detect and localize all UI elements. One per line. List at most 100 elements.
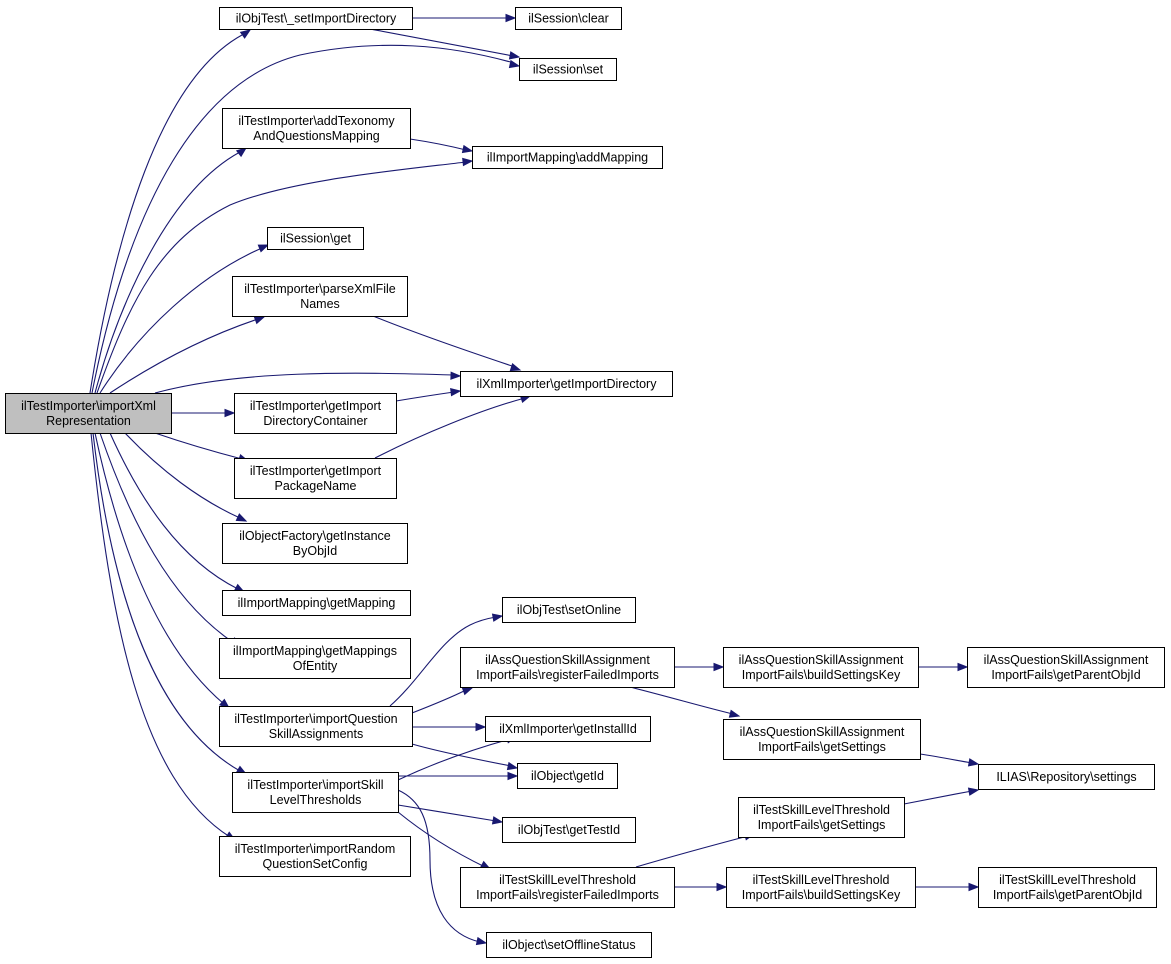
edge-line [89,34,243,394]
node-label: ilTestImporter\importRandom [235,842,395,856]
node-tsGetParentObjId[interactable]: ilTestSkillLevelThresholdImportFails\get… [978,867,1157,908]
node-aqGetSettings[interactable]: ilAssQuestionSkillAssignmentImportFails\… [723,719,921,760]
edge-importSkillLevelThresholds-to-getTestId [397,804,504,825]
node-box[interactable] [5,393,172,434]
node-addMapping[interactable]: ilImportMapping\addMapping [472,146,663,169]
node-aqRegisterFailedImports[interactable]: ilAssQuestionSkillAssignmentImportFails\… [460,647,675,688]
node-box[interactable] [486,932,652,958]
node-box[interactable] [472,146,663,169]
edge-root-to-sessionGet [99,244,270,394]
node-box[interactable] [460,647,675,688]
node-box[interactable] [460,371,673,397]
node-tsRegisterFailedImports[interactable]: ilTestSkillLevelThresholdImportFails\reg… [460,867,675,908]
node-importRandomQuestionSetConfig[interactable]: ilTestImporter\importRandomQuestionSetCo… [219,836,411,877]
node-sessionGet[interactable]: ilSession\get [267,227,364,250]
node-box[interactable] [219,836,411,877]
node-box[interactable] [460,867,675,908]
node-box[interactable] [519,58,617,81]
node-box[interactable] [726,867,916,908]
node-label: ImportFails\registerFailedImports [476,888,659,902]
node-repositorySettings[interactable]: ILIAS\Repository\settings [978,764,1155,790]
node-label: ImportFails\getParentObjId [993,888,1142,902]
node-label: ilTestSkillLevelThreshold [499,873,636,887]
node-getTestId[interactable]: ilObjTest\getTestId [502,817,636,843]
edge-setImportDirectory-to-sessionClear [412,13,517,23]
edge-root-to-getMappingsOfEntity [99,432,242,647]
node-box[interactable] [515,7,622,30]
node-box[interactable] [723,647,919,688]
node-box[interactable] [222,590,411,616]
edge-importQuestionSkillAssignments-to-getInstallId [412,722,487,732]
node-box[interactable] [267,227,364,250]
edge-line [96,161,467,394]
edge-arrowhead [508,51,521,60]
node-box[interactable] [723,719,921,760]
node-setOnline[interactable]: ilObjTest\setOnline [502,597,636,623]
edge-arrowhead [508,59,521,69]
node-tsBuildSettingsKey[interactable]: ilTestSkillLevelThresholdImportFails\bui… [726,867,916,908]
edge-arrowhead [450,371,462,380]
node-getMapping[interactable]: ilImportMapping\getMapping [222,590,411,616]
edge-importQuestionSkillAssignments-to-setOnline [389,613,504,707]
edge-line [154,432,243,460]
node-sessionSet[interactable]: ilSession\set [519,58,617,81]
edge-arrowhead [239,29,252,39]
edge-arrowhead [968,882,980,892]
node-importSkillLevelThresholds[interactable]: ilTestImporter\importSkillLevelThreshold… [232,772,399,813]
node-getImportDirectory[interactable]: ilXmlImporter\getImportDirectory [460,371,673,397]
node-box[interactable] [232,772,399,813]
edge-line [397,811,486,868]
node-label: ilTestImporter\importXml [21,399,156,413]
node-label: ilSession\clear [528,12,609,26]
node-box[interactable] [978,867,1157,908]
edge-arrowhead [462,157,474,167]
node-label: Names [300,297,340,311]
node-setImportDirectory[interactable]: ilObjTest\_setImportDirectory [219,7,413,30]
edge-line [635,835,749,868]
node-label: ilObjTest\getTestId [518,823,620,837]
node-box[interactable] [219,638,411,679]
node-label: DirectoryContainer [263,414,367,428]
edge-root-to-getImportDirectoryContainer [171,408,236,418]
node-box[interactable] [502,597,636,623]
node-box[interactable] [222,523,408,564]
node-aqGetParentObjId[interactable]: ilAssQuestionSkillAssignmentImportFails\… [967,647,1165,688]
edge-arrowhead [716,882,728,892]
node-objectGetId[interactable]: ilObject\getId [517,763,618,789]
edges-layer [89,13,980,946]
node-box[interactable] [232,276,408,317]
node-box[interactable] [485,716,651,742]
node-getImportDirectoryContainer[interactable]: ilTestImporter\getImportDirectoryContain… [234,393,397,434]
node-box[interactable] [234,458,397,499]
edge-getImportDirectoryContainer-to-getImportDirectory [395,387,462,402]
node-box[interactable] [219,706,413,747]
node-addTexonomy[interactable]: ilTestImporter\addTexonomyAndQuestionsMa… [222,108,411,149]
edge-importSkillLevelThresholds-to-setOfflineStatus [397,789,488,946]
node-box[interactable] [219,7,413,30]
node-box[interactable] [967,647,1165,688]
node-setOfflineStatus[interactable]: ilObject\setOfflineStatus [486,932,652,958]
edge-line [409,138,467,151]
node-box[interactable] [978,764,1155,790]
node-box[interactable] [502,817,636,843]
node-getInstallId[interactable]: ilXmlImporter\getInstallId [485,716,651,742]
edge-tsBuildSettingsKey-to-tsGetParentObjId [915,882,980,892]
node-aqBuildSettingsKey[interactable]: ilAssQuestionSkillAssignmentImportFails\… [723,647,919,688]
edge-line [109,432,239,590]
node-box[interactable] [738,797,905,838]
node-box[interactable] [517,763,618,789]
node-tsGetSettings[interactable]: ilTestSkillLevelThresholdImportFails\get… [738,797,905,838]
node-box[interactable] [234,393,397,434]
edge-root-to-importRandomQuestionSetConfig [90,432,237,841]
node-importQuestionSkillAssignments[interactable]: ilTestImporter\importQuestionSkillAssign… [219,706,413,747]
node-sessionClear[interactable]: ilSession\clear [515,7,622,30]
node-label: ilTestSkillLevelThreshold [753,873,890,887]
edge-line [903,790,973,805]
node-label: OfEntity [293,659,338,673]
node-box[interactable] [222,108,411,149]
